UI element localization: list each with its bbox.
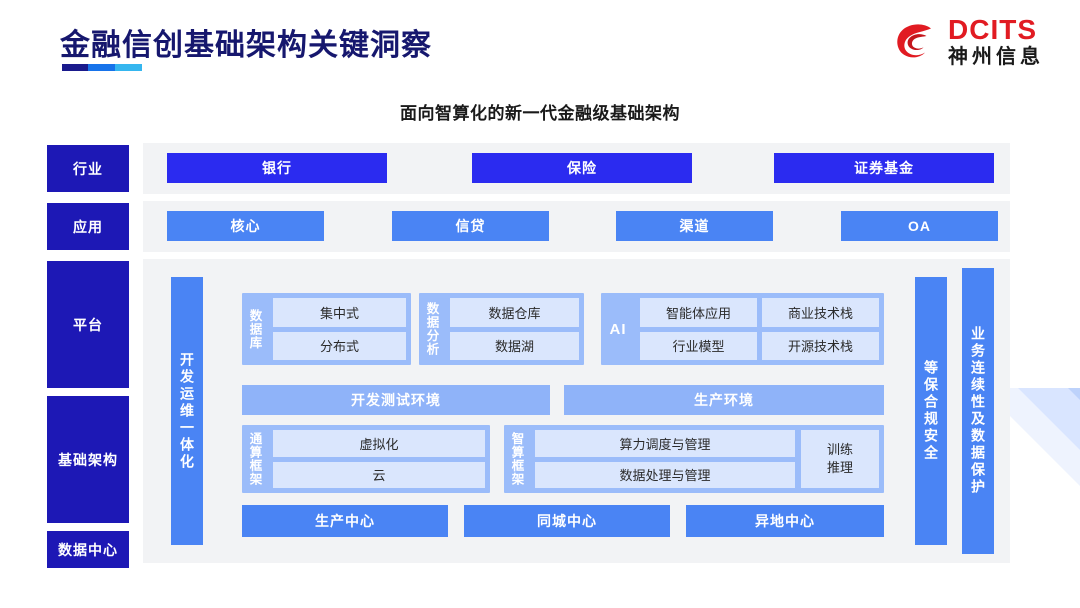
group-ai[interactable]: AI 智能体应用 商业技术栈 行业模型 开源技术栈 [601, 293, 884, 365]
infer-label: 推理 [826, 460, 853, 475]
ai-compute-item-data-processing[interactable]: 数据处理与管理 [535, 461, 795, 488]
general-compute-item-virtualization[interactable]: 虚拟化 [273, 430, 485, 457]
ai-item-agent-app[interactable]: 智能体应用 [640, 298, 757, 327]
brand-logo: DCITS 神州信息 [892, 16, 1044, 67]
group-label-ai-compute: 智算框架 [509, 432, 524, 486]
database-item-centralized[interactable]: 集中式 [273, 298, 406, 327]
row-label-application: 应用 [47, 203, 129, 250]
datacenter-remote[interactable]: 异地中心 [686, 505, 884, 537]
industry-item-insurance[interactable]: 保险 [472, 153, 692, 183]
analytics-item-lake[interactable]: 数据湖 [450, 331, 579, 360]
ai-item-industry-model[interactable]: 行业模型 [640, 331, 757, 360]
analytics-item-warehouse[interactable]: 数据仓库 [450, 298, 579, 327]
group-general-compute-framework[interactable]: 通算框架 虚拟化 云 [242, 425, 490, 493]
application-item-channel[interactable]: 渠道 [616, 211, 773, 241]
row-panel-industry: 银行 保险 证券基金 [143, 143, 1010, 194]
logo-wordmark-cn: 神州信息 [948, 46, 1044, 68]
row-label-industry: 行业 [47, 145, 129, 192]
environment-dev-test[interactable]: 开发测试环境 [242, 385, 550, 415]
row-panel-application: 核心 信贷 渠道 OA [143, 201, 1010, 252]
rule-segment-cyan [115, 64, 142, 71]
vertical-bar-devops[interactable]: 开发运维一体化 [171, 277, 203, 545]
application-item-credit[interactable]: 信贷 [392, 211, 549, 241]
rule-segment-navy [62, 64, 88, 71]
vertical-bar-continuity[interactable]: 业务连续性及数据保护 [962, 268, 994, 554]
vertical-bar-compliance[interactable]: 等保合规安全 [915, 277, 947, 545]
ai-compute-item-scheduling[interactable]: 算力调度与管理 [535, 430, 795, 457]
application-item-core[interactable]: 核心 [167, 211, 324, 241]
datacenter-metro[interactable]: 同城中心 [464, 505, 670, 537]
ai-compute-train-infer[interactable]: 训练 推理 [801, 430, 879, 488]
row-label-infrastructure: 基础架构 [47, 396, 129, 523]
dcits-swirl-icon [897, 23, 931, 57]
datacenter-production[interactable]: 生产中心 [242, 505, 448, 537]
logo-wordmark-en: DCITS [948, 14, 1037, 45]
stripe [1046, 388, 1080, 521]
group-database[interactable]: 数据库 集中式 分布式 [242, 293, 411, 365]
environment-production[interactable]: 生产环境 [564, 385, 884, 415]
ai-item-commercial-stack[interactable]: 商业技术栈 [762, 298, 879, 327]
train-label: 训练 [826, 442, 853, 458]
industry-item-securities[interactable]: 证券基金 [774, 153, 994, 183]
title-underline-rule [62, 64, 142, 71]
page-subtitle: 面向智算化的新一代金融级基础架构 [400, 104, 680, 123]
group-label-analytics: 数据分析 [424, 302, 439, 356]
group-label-database: 数据库 [247, 308, 262, 350]
industry-item-bank[interactable]: 银行 [167, 153, 387, 183]
page-title: 金融信创基础架构关键洞察 [60, 29, 432, 62]
group-label-ai: AI [609, 320, 627, 338]
general-compute-item-cloud[interactable]: 云 [273, 461, 485, 488]
ai-item-open-source-stack[interactable]: 开源技术栈 [762, 331, 879, 360]
database-item-distributed[interactable]: 分布式 [273, 331, 406, 360]
application-item-oa[interactable]: OA [841, 211, 998, 241]
rule-segment-blue [88, 64, 115, 71]
stripe [1010, 388, 1080, 521]
group-ai-compute-framework[interactable]: 智算框架 算力调度与管理 数据处理与管理 训练 推理 [504, 425, 884, 493]
group-analytics[interactable]: 数据分析 数据仓库 数据湖 [419, 293, 584, 365]
row-label-platform: 平台 [47, 261, 129, 388]
row-label-datacenter: 数据中心 [47, 531, 129, 568]
group-label-general-compute: 通算框架 [247, 432, 262, 486]
